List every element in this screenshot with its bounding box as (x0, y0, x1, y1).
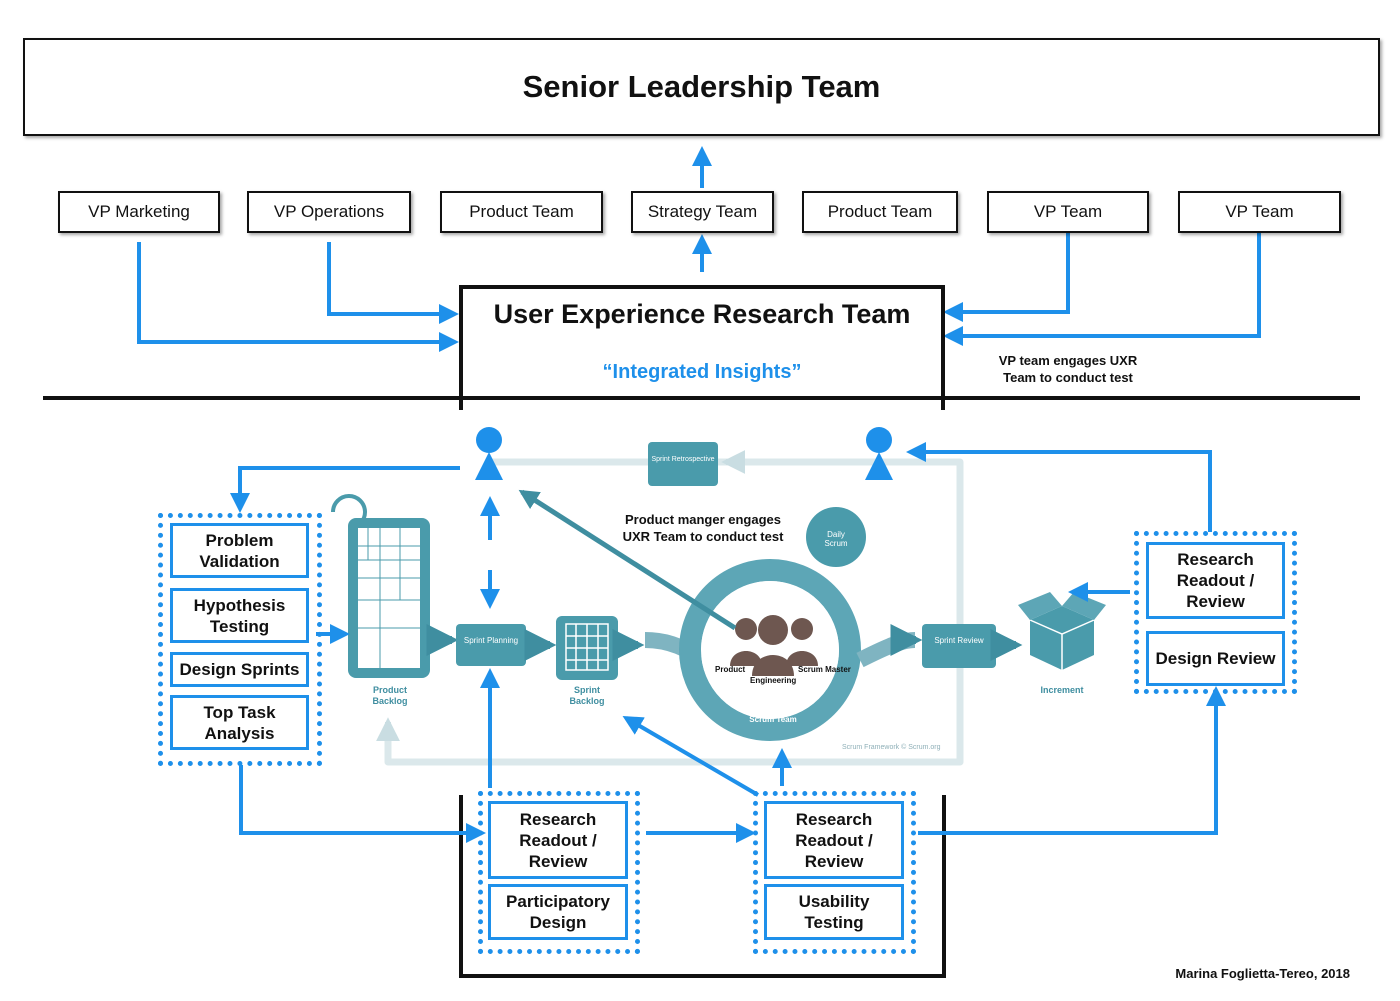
usability-testing-box: Usability Testing (764, 884, 904, 940)
blue-arrows (137, 146, 1261, 843)
uxr-team-box: User Experience Research Team “Integrate… (459, 285, 945, 385)
senior-leadership-box: Senior Leadership Team (23, 38, 1380, 136)
problem-validation-box: Problem Validation (170, 523, 309, 578)
usability-testing-label: Usability Testing (798, 892, 870, 932)
uxr-bracket (459, 380, 945, 410)
vp-team-box-2: VP Team (1178, 191, 1341, 233)
vp-operations-label: VP Operations (273, 202, 385, 221)
daily-scrum-icon (806, 507, 866, 567)
sprint-backlog-label: Sprint Backlog (569, 685, 605, 706)
team-engineering-label: Engineering (750, 676, 797, 685)
product-team-box-right: Product Team (802, 191, 958, 233)
bottom-left-research-readout-label: Research Readout / Review (519, 809, 597, 871)
pm-engages-note: Product manger engages UXR Team to condu… (598, 511, 808, 545)
sprint-planning-label: Sprint Planning (463, 636, 519, 645)
sprint-cycle-ring (679, 559, 861, 741)
pm-engages-line-2: UXR Team to conduct test (622, 529, 784, 544)
problem-validation-label: Problem Validation (199, 530, 280, 571)
product-team-box-left: Product Team (440, 191, 603, 233)
bottom-left-research-group (478, 791, 640, 954)
vp-team-label-1: VP Team (1033, 202, 1103, 221)
participatory-design-label: Participatory Design (506, 892, 610, 932)
bottom-right-research-readout-box: Research Readout / Review (764, 801, 904, 879)
vp-operations-box: VP Operations (247, 191, 411, 233)
sprint-retrospective-icon (648, 442, 718, 486)
bottom-bracket (459, 795, 946, 978)
vp-marketing-box: VP Marketing (58, 191, 220, 233)
daily-scrum-label: Daily Scrum (824, 530, 848, 548)
strategy-team-label: Strategy Team (647, 202, 758, 221)
uxr-person-icon-right (865, 427, 893, 480)
vp-engages-line-1: VP team engages UXR (998, 353, 1138, 368)
scrum-framework (331, 442, 1106, 766)
product-team-label-right: Product Team (827, 202, 933, 221)
uxr-team-title: User Experience Research Team (493, 299, 911, 329)
design-sprints-box: Design Sprints (170, 652, 309, 687)
pm-engages-arrow (518, 489, 737, 631)
product-backlog-label: Product Backlog (372, 685, 408, 706)
vp-engages-line-2: Team to conduct test (1003, 370, 1133, 385)
attribution-text: Marina Foglietta-Tereo, 2018 (1175, 966, 1350, 981)
senior-leadership-title: Senior Leadership Team (522, 69, 881, 104)
top-task-analysis-label: Top Task Analysis (203, 702, 276, 743)
bottom-right-research-readout-label: Research Readout / Review (795, 809, 873, 871)
uxr-team-subtitle: “Integrated Insights” (602, 361, 802, 383)
team-scrum-master-label: Scrum Master (798, 665, 851, 674)
scrum-team-people (730, 615, 818, 676)
sprint-review-label: Sprint Review (934, 636, 984, 645)
design-review-box: Design Review (1146, 631, 1285, 686)
product-team-label-left: Product Team (469, 202, 574, 221)
pm-engages-line-1: Product manger engages (624, 512, 782, 527)
right-research-readout-label: Research Readout / Review (1176, 550, 1255, 611)
sprint-review-icon (922, 624, 996, 668)
scrum-credit: Scrum Framework © Scrum.org (842, 744, 941, 751)
uxr-person-icon-left (475, 427, 503, 480)
hypothesis-testing-label: Hypothesis Testing (193, 595, 286, 636)
vp-team-box-1: VP Team (987, 191, 1149, 233)
design-review-label: Design Review (1155, 649, 1276, 668)
sprint-planning-icon (456, 624, 526, 666)
bottom-right-research-group (753, 791, 916, 954)
scrum-team-label: Scrum Team (749, 715, 797, 724)
top-task-analysis-box: Top Task Analysis (170, 695, 309, 750)
vp-team-label-2: VP Team (1225, 202, 1294, 221)
right-research-group (1134, 531, 1297, 694)
increment-label: Increment (1040, 685, 1084, 695)
participatory-design-box: Participatory Design (488, 884, 628, 940)
right-research-readout-box: Research Readout / Review (1146, 542, 1285, 619)
bottom-left-research-readout-box: Research Readout / Review (488, 801, 628, 879)
strategy-team-box: Strategy Team (631, 191, 774, 233)
vp-engages-note: VP team engages UXR Team to conduct test (960, 352, 1176, 386)
increment-icon (1018, 592, 1106, 670)
team-product-label: Product (715, 665, 746, 674)
vp-marketing-label: VP Marketing (88, 202, 190, 221)
design-sprints-label: Design Sprints (179, 660, 300, 679)
sprint-retrospective-label: Sprint Retrospective (651, 456, 715, 463)
left-research-group (158, 513, 322, 766)
hypothesis-testing-box: Hypothesis Testing (170, 588, 309, 643)
